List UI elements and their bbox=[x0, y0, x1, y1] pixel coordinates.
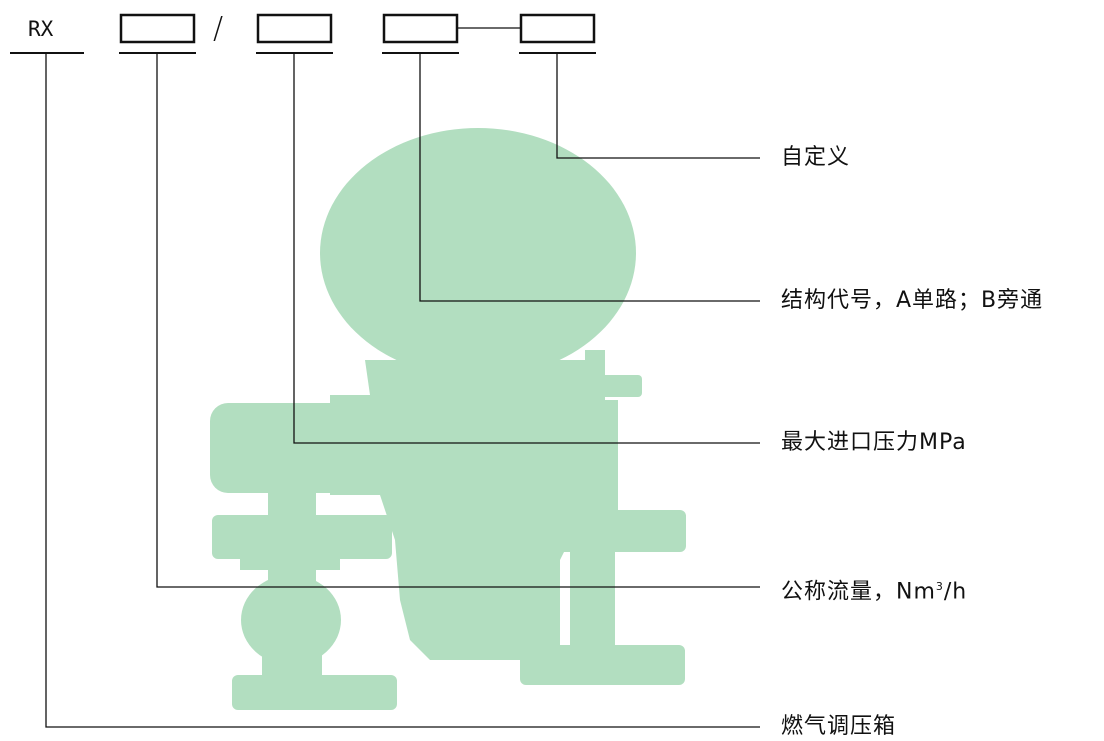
label-flow-tail: /h bbox=[943, 579, 968, 605]
label-max-pressure: 最大进口压力MPa bbox=[781, 430, 967, 455]
code-box-flow bbox=[119, 13, 196, 44]
leader-cabinet bbox=[45, 53, 760, 728]
leader-custom bbox=[556, 53, 760, 159]
leader-pressure bbox=[293, 53, 760, 444]
code-box-custom bbox=[519, 13, 596, 44]
label-flow: 公称流量，Nm3/h bbox=[781, 574, 967, 605]
label-cabinet: 燃气调压箱 bbox=[781, 714, 897, 739]
leader-flow bbox=[156, 53, 760, 588]
model-prefix: RX bbox=[28, 17, 54, 41]
leader-structure bbox=[419, 53, 760, 302]
code-frame bbox=[10, 13, 760, 728]
code-box-pressure bbox=[256, 13, 333, 44]
regulator-silhouette bbox=[210, 128, 686, 710]
code-separator: / bbox=[213, 11, 224, 46]
label-flow-main: 公称流量，Nm bbox=[781, 579, 936, 605]
label-flow-sup: 3 bbox=[935, 580, 944, 593]
label-structure: 结构代号，A单路；B旁通 bbox=[781, 288, 1044, 313]
label-custom: 自定义 bbox=[781, 145, 851, 170]
code-box-structure bbox=[382, 13, 459, 44]
